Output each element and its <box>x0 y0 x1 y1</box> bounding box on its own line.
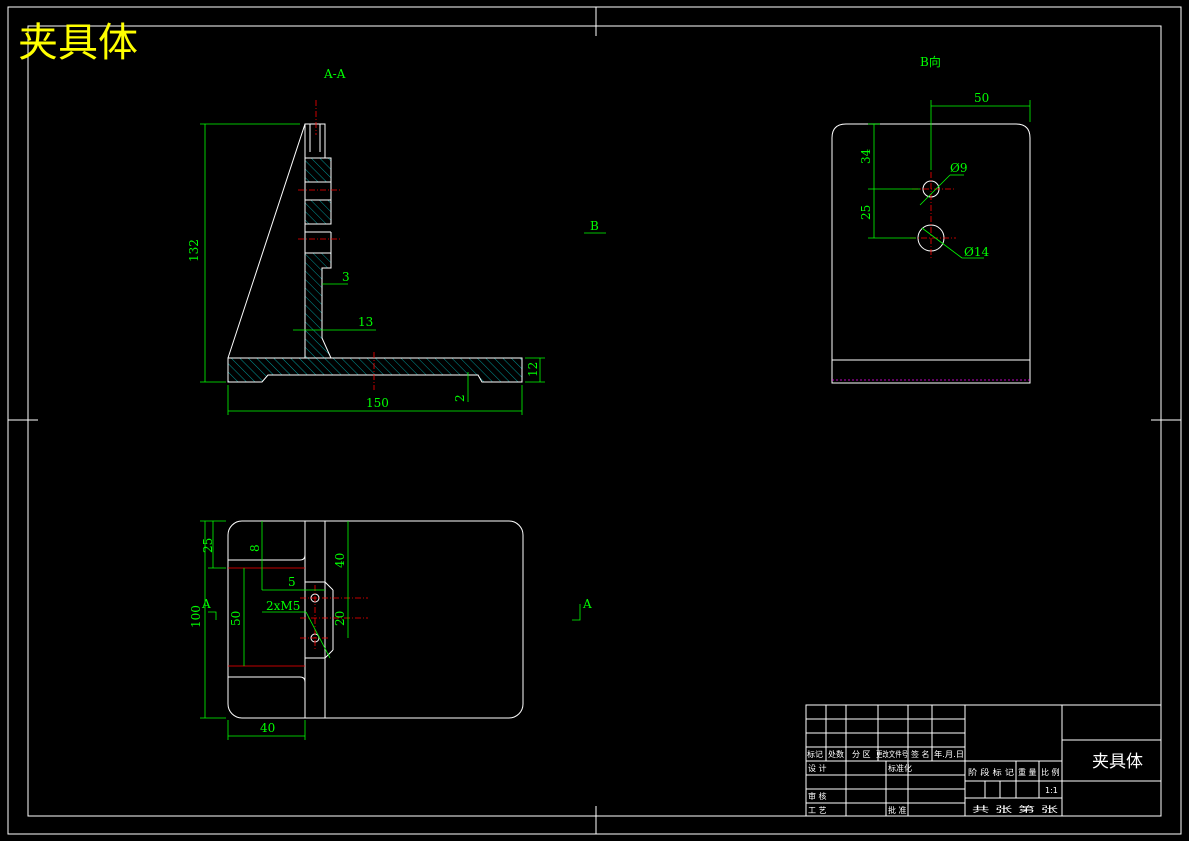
tb-header-4: 签 名 <box>911 749 930 759</box>
tb-weight: 重 量 <box>1018 767 1037 777</box>
tb-stage-mark: 阶 段 标 记 <box>968 767 1014 777</box>
dim-plan-20: 20 <box>333 611 347 626</box>
title-block: 标记 处数 分 区 更改文件号 签 名 年.月.日 设 计 标准化 审 核 工 … <box>805 704 1162 817</box>
dim-13: 13 <box>358 315 373 329</box>
tb-sheets: 共 张 第 张 <box>972 804 1058 814</box>
dim-plan-40: 40 <box>333 553 347 568</box>
dim-plan-w40: 40 <box>260 721 275 735</box>
corner-title: 夹具体 <box>18 20 138 66</box>
tb-part-name: 夹具体 <box>1092 752 1143 772</box>
a-arrow-left-label: A <box>201 597 211 611</box>
plan-view: 100 25 50 8 5 40 20 2xM5 40 A A <box>189 520 592 740</box>
dim-3: 3 <box>342 270 350 284</box>
dim-width-150: 150 <box>366 396 389 410</box>
dim-plan-5: 5 <box>288 575 296 589</box>
tb-review: 审 核 <box>808 791 827 801</box>
tb-process: 工 艺 <box>808 806 827 815</box>
tb-header-2: 分 区 <box>852 750 871 759</box>
dim-plan-8: 8 <box>248 544 262 552</box>
section-label: A-A <box>323 67 346 81</box>
b-arrow-label: B <box>590 219 599 233</box>
tb-standardize: 标准化 <box>888 763 912 773</box>
tb-scale-label: 比 例 <box>1041 767 1060 777</box>
dim-plan-25: 25 <box>201 538 215 553</box>
dim-b-25: 25 <box>859 205 873 220</box>
tb-scale: 1:1 <box>1045 786 1058 795</box>
tb-approve: 批 准 <box>888 805 907 815</box>
dim-thread: 2xM5 <box>266 599 300 613</box>
view-b-arrow: B <box>584 219 606 234</box>
dim-height-132: 132 <box>187 239 201 262</box>
tb-header-3: 更改文件号 <box>876 749 908 759</box>
dim-b-50: 50 <box>974 91 989 105</box>
tb-header-5: 年.月.日 <box>934 749 964 759</box>
dim-b-34: 34 <box>859 148 873 164</box>
dim-plan-100: 100 <box>189 605 203 628</box>
tb-header-0: 标记 <box>807 749 823 759</box>
tb-header-1: 处数 <box>828 749 844 759</box>
sheet-frame <box>7 6 1182 835</box>
dim-plan-50: 50 <box>229 611 243 626</box>
dim-hole-14: Ø14 <box>964 245 989 259</box>
tb-design: 设 计 <box>808 763 827 773</box>
view-b-label: B向 <box>920 54 941 69</box>
dim-hole-9: Ø9 <box>950 161 967 175</box>
view-b: B向 50 34 25 Ø9 Ø14 <box>831 54 1031 384</box>
a-arrow-right-label: A <box>582 597 592 611</box>
dim-12: 12 <box>526 362 540 377</box>
dim-2: 2 <box>453 394 467 402</box>
section-view-a-a: A-A 132 150 3 13 <box>187 67 545 415</box>
